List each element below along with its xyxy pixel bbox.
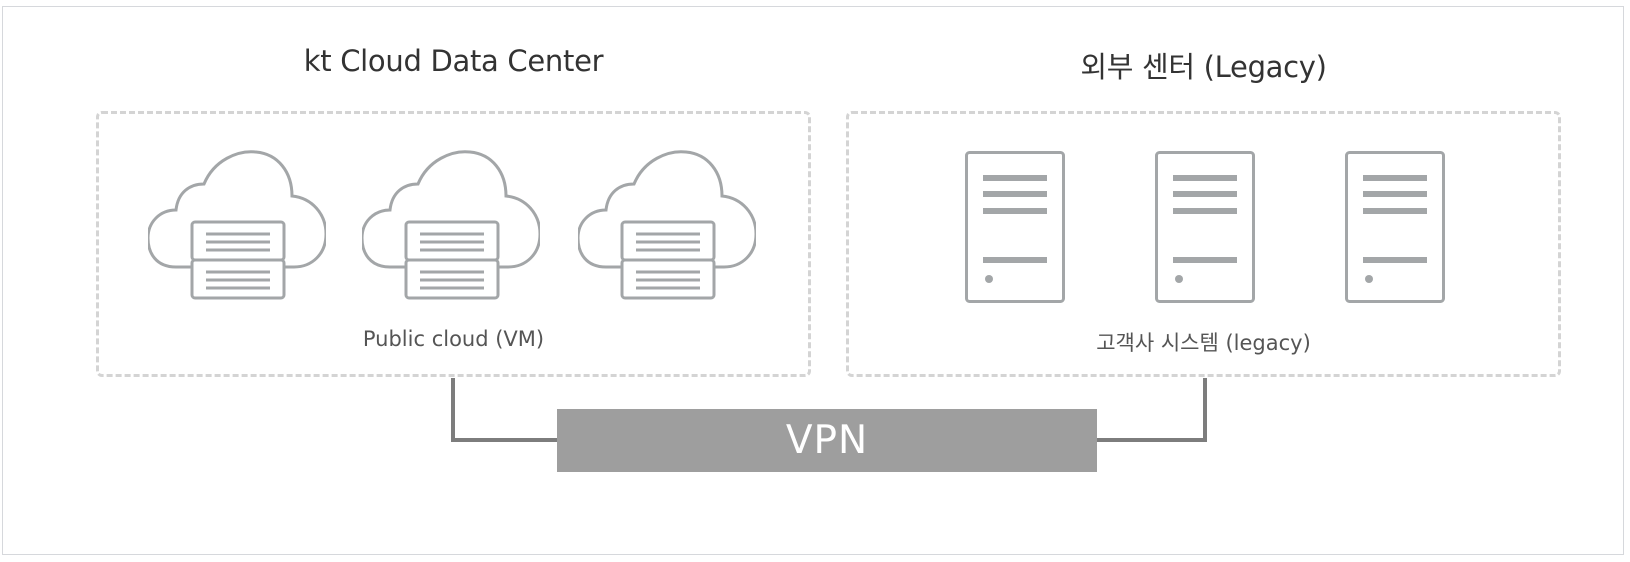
legacy-system-caption: 고객사 시스템 (legacy) [1096, 331, 1311, 355]
legacy-center-title: 외부 센터 (Legacy) [1080, 50, 1327, 84]
cloud-server-icon [362, 150, 540, 300]
tower-server-icon [1155, 151, 1255, 303]
vpn-bar: VPN [557, 409, 1097, 472]
tower-server-icon [965, 151, 1065, 303]
cloud-server-icon [148, 150, 326, 300]
left-connector-horizontal [451, 438, 559, 442]
kt-cloud-title: kt Cloud Data Center [303, 44, 604, 78]
cloud-server-icon [578, 150, 756, 300]
tower-server-icon [1345, 151, 1445, 303]
public-cloud-caption: Public cloud (VM) [362, 327, 545, 351]
legacy-group-box [846, 111, 1561, 377]
right-connector-horizontal [1096, 438, 1207, 442]
right-connector-vertical [1203, 378, 1207, 442]
cloud-group-box [96, 111, 811, 377]
left-connector-vertical [451, 378, 455, 442]
